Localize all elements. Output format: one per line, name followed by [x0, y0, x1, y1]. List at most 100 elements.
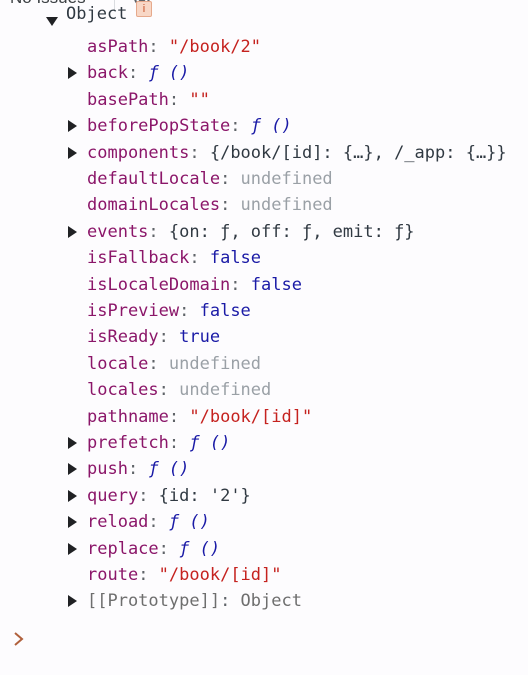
property-key: pathname — [87, 406, 169, 427]
property-entry: isFallback: false — [87, 245, 261, 271]
expand-right-icon[interactable] — [66, 483, 78, 509]
property-key: asPath — [87, 37, 149, 57]
property-value: {id: '2'} — [158, 485, 251, 506]
expand-right-icon[interactable] — [66, 430, 78, 456]
property-key: components — [87, 142, 190, 163]
property-entry: back: ƒ () — [87, 60, 189, 86]
property-entry: components: {/book/[id]: {…}, /_app: {…}… — [87, 140, 507, 166]
property-key: events — [87, 221, 149, 242]
property-key: reload — [87, 512, 149, 533]
key-separator: : — [179, 301, 200, 321]
property-entry: beforePopState: ƒ () — [87, 113, 292, 139]
property-entry: defaultLocale: undefined — [87, 166, 333, 192]
property-value: undefined — [168, 353, 262, 374]
property-entry: query: {id: '2'} — [87, 483, 251, 509]
issues-label[interactable]: No Issues — [10, 0, 86, 8]
key-separator: : — [189, 142, 210, 163]
key-separator: : — [168, 89, 190, 110]
property-value: false — [209, 248, 262, 269]
expand-right-icon[interactable] — [66, 219, 78, 245]
property-value: "/book/2" — [168, 37, 262, 57]
property-key: query — [87, 485, 139, 506]
property-entry: replace: ƒ () — [87, 536, 220, 562]
property-value: false — [250, 274, 302, 295]
key-separator: : — [148, 221, 169, 242]
property-value: ƒ () — [148, 459, 190, 480]
expand-down-icon[interactable] — [46, 8, 58, 34]
property-key: route — [87, 565, 139, 585]
key-separator: : — [127, 459, 149, 480]
key-separator: : — [158, 538, 180, 559]
expand-right-icon[interactable] — [66, 60, 78, 86]
property-value: ƒ () — [189, 433, 231, 453]
property-value: ƒ () — [168, 512, 210, 533]
property-key: isPreview — [87, 301, 180, 321]
key-separator: : — [127, 63, 149, 84]
expand-right-icon[interactable] — [66, 588, 78, 614]
property-entry: basePath: "" — [87, 87, 210, 113]
expand-right-icon[interactable] — [66, 456, 78, 482]
key-separator: : — [138, 485, 159, 506]
property-entry: push: ƒ () — [87, 456, 189, 482]
expand-right-icon[interactable] — [66, 113, 78, 139]
key-separator: : — [148, 37, 169, 57]
key-separator: : — [158, 327, 180, 348]
property-key: isReady — [87, 327, 159, 348]
property-value: "" — [189, 89, 210, 110]
property-entry: locale: undefined — [87, 351, 261, 377]
property-key: prefetch — [87, 433, 169, 453]
property-value: "/book/[id]" — [189, 406, 313, 427]
property-entry: locales: undefined — [87, 377, 271, 403]
property-entry: asPath: "/book/2" — [87, 34, 261, 60]
property-entry: domainLocales: undefined — [87, 192, 333, 218]
property-key: back — [87, 63, 128, 84]
key-separator: : — [189, 248, 210, 269]
property-key: [[Prototype]] — [87, 591, 221, 612]
key-separator: : — [230, 274, 251, 295]
property-key: beforePopState — [87, 116, 231, 137]
property-key: locales — [87, 380, 159, 401]
property-value: {/book/[id]: {…}, /_app: {…}} — [209, 142, 507, 163]
property-value: ƒ () — [250, 116, 292, 137]
property-key: domainLocales — [87, 195, 221, 216]
property-entry: pathname: "/book/[id]" — [87, 404, 312, 430]
chevron-right-icon[interactable] — [12, 627, 26, 651]
property-value: true — [179, 327, 221, 348]
property-key: defaultLocale — [87, 169, 221, 189]
toolbar-divider — [114, 0, 115, 12]
key-separator: : — [168, 433, 190, 453]
key-separator: : — [220, 591, 241, 612]
property-entry: isLocaleDomain: false — [87, 272, 302, 298]
key-separator: : — [148, 512, 169, 533]
property-entry: isReady: true — [87, 324, 220, 350]
object-label: Object — [66, 4, 128, 24]
info-badge[interactable]: i — [136, 1, 152, 17]
property-value: "/book/[id]" — [158, 565, 282, 585]
property-entry: [[Prototype]]: Object — [87, 588, 302, 614]
property-value: undefined — [179, 380, 272, 401]
key-separator: : — [148, 353, 169, 374]
property-key: push — [87, 459, 128, 480]
property-key: basePath — [87, 89, 169, 110]
expand-right-icon[interactable] — [66, 509, 78, 535]
property-key: isLocaleDomain — [87, 274, 231, 295]
property-entry: prefetch: ƒ () — [87, 430, 230, 456]
property-key: isFallback — [87, 248, 190, 269]
expand-right-icon[interactable] — [66, 536, 78, 562]
key-separator: : — [168, 406, 190, 427]
property-value: {on: ƒ, off: ƒ, emit: ƒ} — [168, 221, 415, 242]
property-key: locale — [87, 353, 149, 374]
key-separator: : — [158, 380, 180, 401]
key-separator: : — [230, 116, 251, 137]
property-value: Object — [240, 591, 302, 612]
property-value: false — [199, 301, 251, 321]
property-entry: reload: ƒ () — [87, 509, 210, 535]
property-value: ƒ () — [179, 538, 221, 559]
property-value: undefined — [240, 195, 333, 216]
expand-right-icon[interactable] — [66, 140, 78, 166]
property-value: ƒ () — [148, 63, 190, 84]
property-entry: route: "/book/[id]" — [87, 562, 282, 588]
key-separator: : — [220, 169, 241, 189]
property-key: replace — [87, 538, 159, 559]
key-separator: : — [138, 565, 159, 585]
